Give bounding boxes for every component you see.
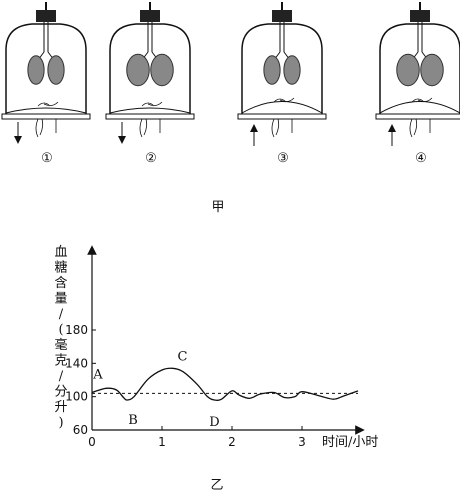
base-plate [375,113,460,120]
stopper [36,10,56,22]
bell-jar-model-2: ② [105,2,195,166]
y-tick-label: 60 [73,423,88,437]
strings [35,118,57,138]
y-label-char: 糖 [54,260,67,276]
y-label-char: 量 [54,292,67,307]
bell-jar [241,23,323,115]
figure-jia-caption: 甲 [211,200,224,215]
bell-jar [109,23,191,115]
x-tick-label: 3 [298,435,306,449]
point-label-A: A [92,367,103,382]
point-labels: A B C D [92,349,219,430]
left-lung [396,53,420,87]
model-label: ① [41,151,53,166]
bell-jar [5,23,87,115]
base-plate [237,113,327,120]
model-label: ② [145,151,157,166]
y-label-char: / [59,369,64,384]
glucose-curve [91,367,359,401]
y-label-char: 毫 [54,337,67,353]
diaphragm [379,101,460,114]
y-label-char: ) [58,416,63,431]
y-label-char: 含 [54,275,67,291]
diaphragm-fold [411,97,433,103]
bell-jar-model-3: ③ [237,2,327,166]
y-label-char: ( [58,323,63,338]
right-lung [47,55,65,85]
y-tick-label: 100 [65,390,88,404]
strings [139,118,161,138]
model-label: ④ [415,151,427,166]
point-label-D: D [209,415,219,430]
right-lung [283,55,301,85]
y-label-char: 升 [54,400,67,415]
diaphragm [241,101,323,114]
x-axis-label: 时间/小时 [322,435,378,450]
left-lung [263,55,281,85]
diaphragm-fold [37,101,59,107]
x-tick-label: 0 [88,435,96,449]
bell-jar [379,23,460,115]
x-tick-label: 2 [228,435,236,449]
bell-jar-model-1: ① [1,2,91,166]
y-label-char: / [59,307,64,322]
diaphragm [109,107,191,114]
strings [409,118,431,138]
y-label-char: 克 [54,354,67,369]
diaphragm-fold [273,97,295,103]
figure-yi-caption: 乙 [210,478,223,493]
y-tick-label: 180 [65,323,88,337]
left-lung [126,53,150,87]
base-plate [1,113,91,120]
y-tick-label: 140 [65,356,88,370]
left-lung [27,55,45,85]
bell-jar-model-4: ④ [375,2,460,166]
stopper [272,10,292,22]
model-label: ③ [277,151,289,166]
diaphragm-fold [141,101,163,107]
stopper [410,10,430,22]
base-plate [105,113,195,120]
point-label-C: C [178,349,188,364]
diaphragm [5,107,87,114]
right-lung [420,53,444,87]
strings [271,118,293,138]
right-lung [150,53,174,87]
y-axis-label: 血糖含量/(毫克/分升) [54,245,67,431]
y-label-char: 血 [54,245,67,260]
glucose-chart: 0 1 2 3 60 100 140 180 A B C D [65,245,365,449]
bell-jar-models: ① ② ③ ④ [1,2,460,166]
x-tick-label: 1 [158,435,166,449]
point-label-B: B [128,413,138,428]
axis-ticks: 0 1 2 3 60 100 140 180 [65,323,306,449]
stopper [140,10,160,22]
y-label-char: 分 [54,385,67,400]
